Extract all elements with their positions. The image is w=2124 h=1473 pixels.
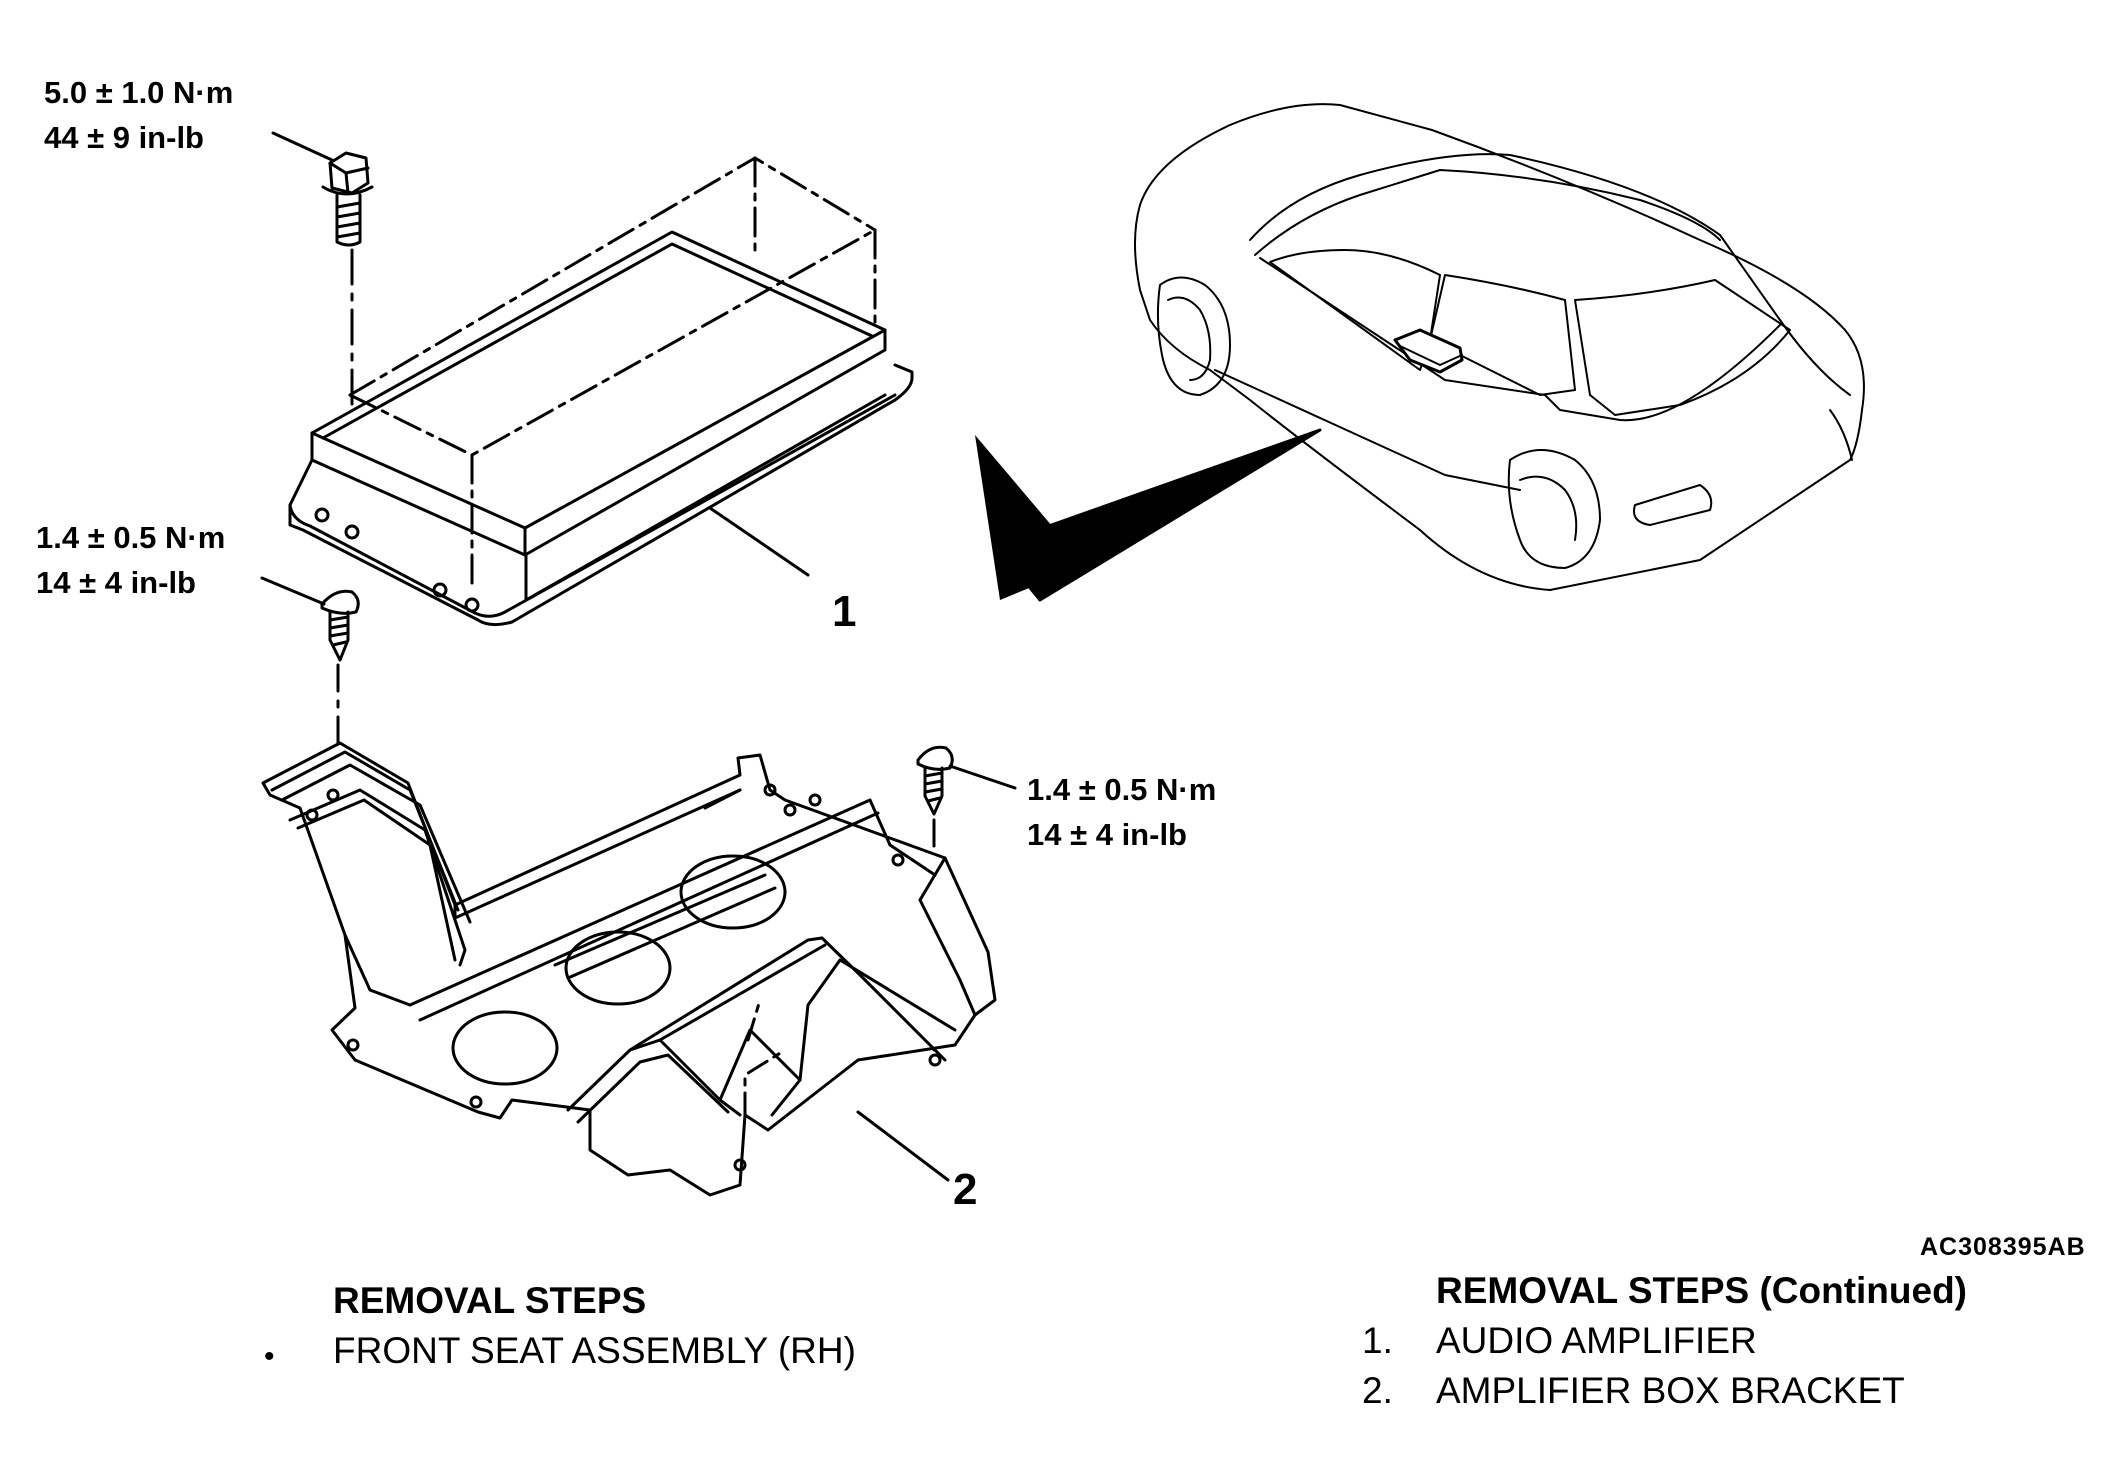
removal-step-item: AUDIO AMPLIFIER (1436, 1320, 1757, 1361)
leader-bolt-top (271, 131, 334, 162)
torque-spec-screw-right: 1.4 ± 0.5 N·m 14 ± 4 in-lb (1027, 767, 1216, 857)
removal-step-number: 2. (1362, 1370, 1393, 1411)
bolt-top (321, 151, 374, 247)
torque-imperial: 14 ± 4 in-lb (36, 565, 196, 600)
torque-spec-bolt-top: 5.0 ± 1.0 N·m 44 ± 9 in-lb (44, 70, 233, 160)
leader-2 (856, 1110, 950, 1182)
torque-imperial: 44 ± 9 in-lb (44, 120, 204, 155)
torque-spec-screw-left: 1.4 ± 0.5 N·m 14 ± 4 in-lb (36, 515, 225, 605)
leader-screw-right (948, 764, 1017, 790)
torque-metric: 1.4 ± 0.5 N·m (36, 520, 226, 555)
callout-2: 2 (953, 1165, 978, 1214)
screw-left (320, 589, 360, 662)
torque-metric: 1.4 ± 0.5 N·m (1027, 772, 1217, 807)
location-pointer-wedge (993, 428, 1322, 602)
removal-step-item: AMPLIFIER BOX BRACKET (1436, 1370, 1905, 1411)
leader-screw-left (260, 576, 326, 606)
removal-steps-continued-title: REMOVAL STEPS (Continued) (1436, 1270, 1968, 1311)
figure-code: AC308395AB (1920, 1233, 2086, 1261)
torque-imperial: 14 ± 4 in-lb (1027, 817, 1187, 852)
callout-1: 1 (832, 587, 857, 636)
amplifier-box-bracket (261, 741, 997, 1197)
removal-steps-title: REMOVAL STEPS (333, 1280, 647, 1321)
vehicle-outline (1134, 103, 1865, 591)
torque-metric: 5.0 ± 1.0 N·m (44, 75, 234, 110)
screw-right (916, 745, 954, 816)
removal-step-number: 1. (1362, 1320, 1393, 1361)
leader-1 (708, 506, 810, 577)
audio-amplifier (288, 156, 914, 627)
removal-step-item: FRONT SEAT ASSEMBLY (RH) (333, 1330, 856, 1371)
bullet-icon: • (264, 1340, 275, 1373)
